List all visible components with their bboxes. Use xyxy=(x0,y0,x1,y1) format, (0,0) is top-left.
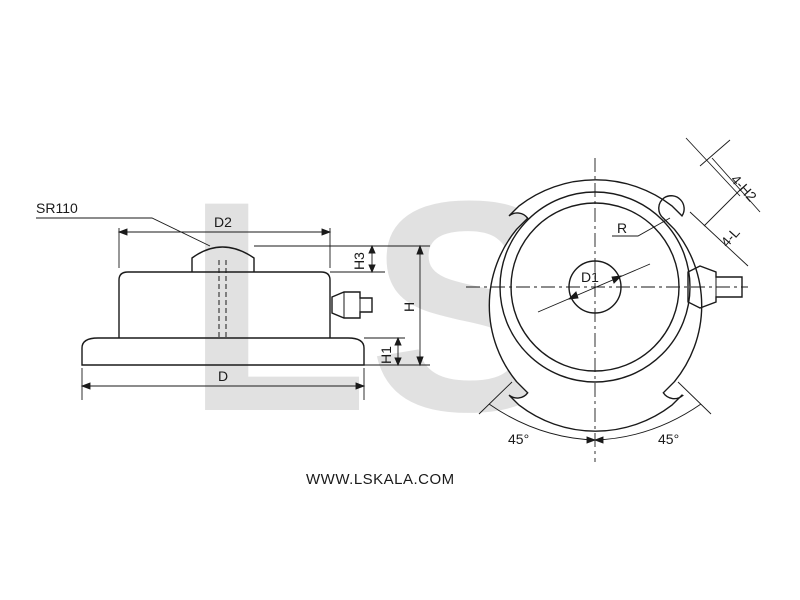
label-d: D xyxy=(218,368,228,384)
top-dome xyxy=(191,246,255,272)
label-sr110: SR110 xyxy=(36,200,78,216)
website-url: WWW.LSKALA.COM xyxy=(306,471,455,488)
top-centerlines xyxy=(466,158,748,462)
label-h3: H3 xyxy=(351,252,367,270)
side-view xyxy=(81,246,373,366)
top-view xyxy=(488,179,743,432)
label-h: H xyxy=(401,302,417,312)
outer-flange xyxy=(488,179,703,432)
top-connector xyxy=(687,265,743,309)
label-45-right: 45° xyxy=(658,431,679,447)
connector xyxy=(331,291,373,319)
body xyxy=(118,271,331,338)
label-4-l: 4-L xyxy=(717,224,743,250)
label-d1: D1 xyxy=(581,269,599,285)
label-r: R xyxy=(617,220,627,236)
label-d2: D2 xyxy=(214,214,232,230)
base-flange xyxy=(81,337,365,366)
label-h1: H1 xyxy=(378,346,394,364)
top-dimensions xyxy=(478,137,761,444)
label-45-left: 45° xyxy=(508,431,529,447)
side-dimensions xyxy=(36,217,430,400)
